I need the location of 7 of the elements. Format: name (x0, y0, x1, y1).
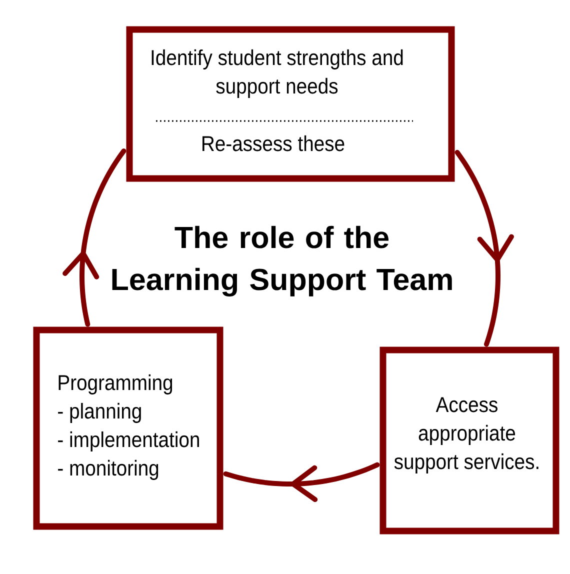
arrow (62, 148, 126, 327)
process-box: Identify student strengths and support needs Re-assess these (126, 26, 455, 182)
arrow (223, 462, 380, 502)
process-box: Access appropriate support services. (380, 346, 560, 534)
process-box: Programming - planning - implementation - monitoring (33, 326, 224, 530)
arrow (454, 150, 514, 347)
title: The role of the Learning Support Team (112, 226, 452, 296)
